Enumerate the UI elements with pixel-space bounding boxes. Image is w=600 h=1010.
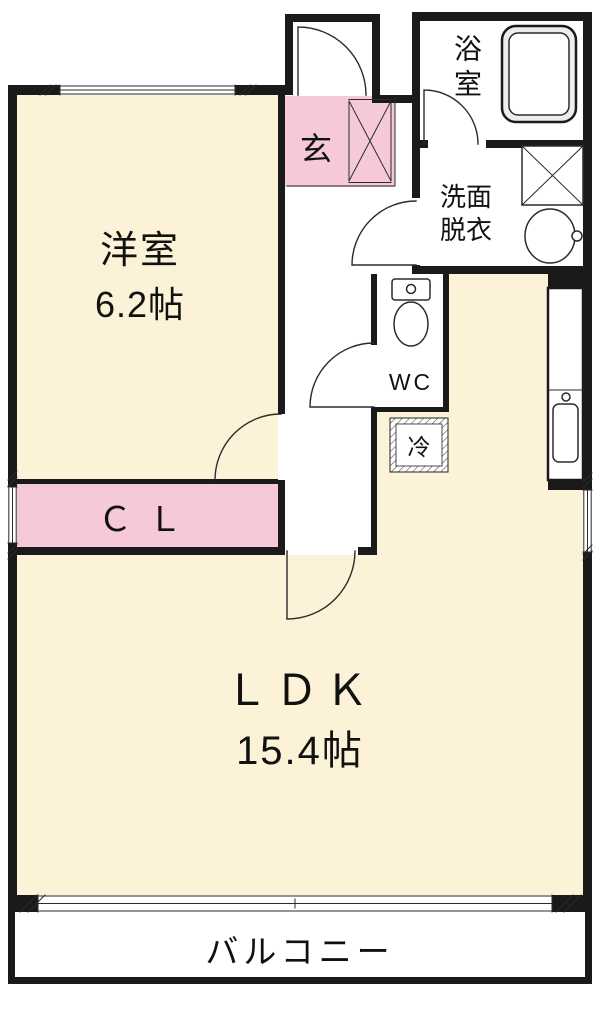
washer-pan-icon xyxy=(521,145,584,206)
washroom-door-arc xyxy=(351,200,417,266)
entrance-label: 玄 xyxy=(299,131,332,167)
washroom-label-line2: 脱衣 xyxy=(439,214,492,245)
western-room-door-arc xyxy=(214,413,282,481)
folding-door-icon xyxy=(348,99,392,183)
door-openings xyxy=(278,140,486,555)
ldk-label-group: ＬＤＫ 15.4帖 xyxy=(140,660,460,780)
toilet-icon xyxy=(391,278,431,347)
ldk-door-arc xyxy=(286,550,356,620)
kitchen-counter-icon xyxy=(546,286,585,482)
window-top xyxy=(59,84,236,96)
window-right xyxy=(582,489,593,553)
western-room-floor xyxy=(12,90,282,485)
closet-label: ＣＬ xyxy=(98,501,198,539)
fixtures xyxy=(389,24,585,482)
ldk-name: ＬＤＫ xyxy=(225,667,375,715)
bath-label: 浴室 xyxy=(451,34,482,104)
western-room-name: 洋室 xyxy=(99,230,180,272)
entrance-floor xyxy=(285,96,395,187)
closet-floor xyxy=(12,480,282,550)
bath-door-arc xyxy=(423,89,479,145)
balcony-sliding-window xyxy=(37,894,553,913)
washbasin-icon xyxy=(524,208,583,264)
washroom-label-group: 洗面 脱衣 xyxy=(420,181,512,246)
balcony-label: バルコニー xyxy=(205,933,395,970)
fridge-label: 冷 xyxy=(407,434,431,460)
window-icons xyxy=(7,84,593,913)
entrance-step-line xyxy=(286,97,396,187)
window-left xyxy=(7,486,18,544)
bathtub-icon xyxy=(500,24,578,124)
western-room-label-group: 洋室 6.2帖 xyxy=(30,224,250,331)
ldk-floor xyxy=(12,550,587,900)
ldk-size: 15.4帖 xyxy=(236,729,364,774)
wc-door-arc xyxy=(309,342,375,408)
wc-label: WC xyxy=(388,369,434,395)
door-arcs xyxy=(214,26,479,620)
fridge-space-box xyxy=(389,417,449,473)
wall-hatch-marks xyxy=(7,84,593,913)
western-room-size: 6.2帖 xyxy=(94,284,186,326)
washroom-label-line1: 洗面 xyxy=(439,182,492,212)
entrance-door-arc xyxy=(297,26,367,96)
